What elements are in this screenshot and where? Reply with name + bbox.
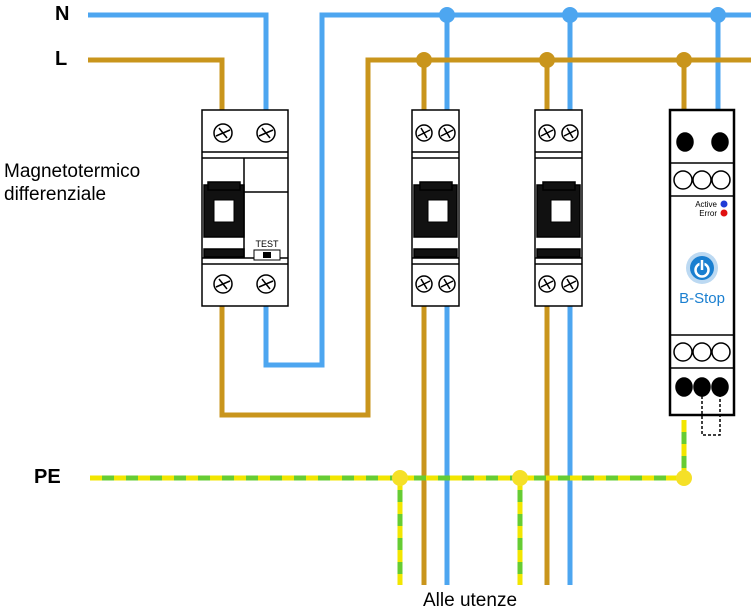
bstop-port xyxy=(711,342,731,362)
test-label: TEST xyxy=(255,239,279,249)
line-wires xyxy=(88,57,751,585)
error-led xyxy=(720,209,728,217)
screw-terminal xyxy=(415,124,433,142)
line-junction xyxy=(539,52,555,68)
loads-label: Alle utenze xyxy=(423,590,518,611)
rcbo-label: Magnetotermico differenziale xyxy=(4,160,140,206)
neutral-junction xyxy=(439,7,455,23)
bstop-port xyxy=(692,342,712,362)
rcbo-label-line2: differenziale xyxy=(4,184,107,205)
screw-terminal xyxy=(438,124,456,142)
screw-terminal xyxy=(538,124,556,142)
error-label: Error xyxy=(699,209,717,218)
earth-label: PE xyxy=(34,466,61,488)
screw-terminal xyxy=(561,275,579,293)
active-led xyxy=(720,200,728,208)
bstop-terminal xyxy=(711,377,729,397)
screw-terminal xyxy=(256,274,276,294)
earth-wires xyxy=(90,420,692,585)
line-junction xyxy=(416,52,432,68)
screw-terminal xyxy=(415,275,433,293)
rcbo-label-line1: Magnetotermico xyxy=(4,161,141,182)
earth-junction xyxy=(392,470,408,486)
neutral-label: N xyxy=(55,3,70,25)
bstop-port xyxy=(692,170,712,190)
mcb-toggle-slot xyxy=(550,199,572,223)
neutral-junction xyxy=(710,7,726,23)
mcb-breaker-2 xyxy=(534,109,583,307)
screw-terminal xyxy=(256,123,276,143)
screw-terminal xyxy=(438,275,456,293)
bstop-jumper xyxy=(701,396,721,436)
bstop-port xyxy=(673,170,693,190)
rcbo-toggle-cap xyxy=(207,181,241,191)
screw-terminal xyxy=(213,274,233,294)
earth-junction xyxy=(676,470,692,486)
power-icon xyxy=(686,252,718,284)
bstop-device: Active Error B-Stop xyxy=(668,108,736,436)
bstop-terminal xyxy=(676,132,694,152)
screw-terminal xyxy=(538,275,556,293)
neutral-busbar-main xyxy=(263,12,751,368)
mcb-breaker-1 xyxy=(411,109,460,307)
mcb-indicator xyxy=(413,248,458,258)
bstop-port xyxy=(673,342,693,362)
screw-terminal xyxy=(213,123,233,143)
bstop-terminal xyxy=(711,132,729,152)
mcb-toggle-cap xyxy=(542,181,576,191)
line-junction xyxy=(676,52,692,68)
mcb-toggle-cap xyxy=(419,181,453,191)
line-busbar-main xyxy=(219,57,751,418)
mcb-indicator xyxy=(536,248,581,258)
line-label: L xyxy=(55,48,68,70)
test-button-dot xyxy=(263,252,271,258)
screw-terminal xyxy=(561,124,579,142)
bstop-port xyxy=(711,170,731,190)
neutral-busbar-left xyxy=(88,12,269,110)
earth-junction xyxy=(512,470,528,486)
rcbo-device: TEST xyxy=(201,109,289,307)
brand-label: B-Stop xyxy=(679,290,725,307)
bstop-terminal xyxy=(693,377,711,397)
rcbo-toggle-slot xyxy=(213,199,235,223)
active-label: Active xyxy=(695,200,717,209)
neutral-junction xyxy=(562,7,578,23)
mcb-toggle-slot xyxy=(427,199,449,223)
junction-dots xyxy=(416,7,726,68)
rcbo-indicator xyxy=(203,248,245,258)
line-busbar-left xyxy=(88,57,225,110)
bstop-terminal xyxy=(675,377,693,397)
